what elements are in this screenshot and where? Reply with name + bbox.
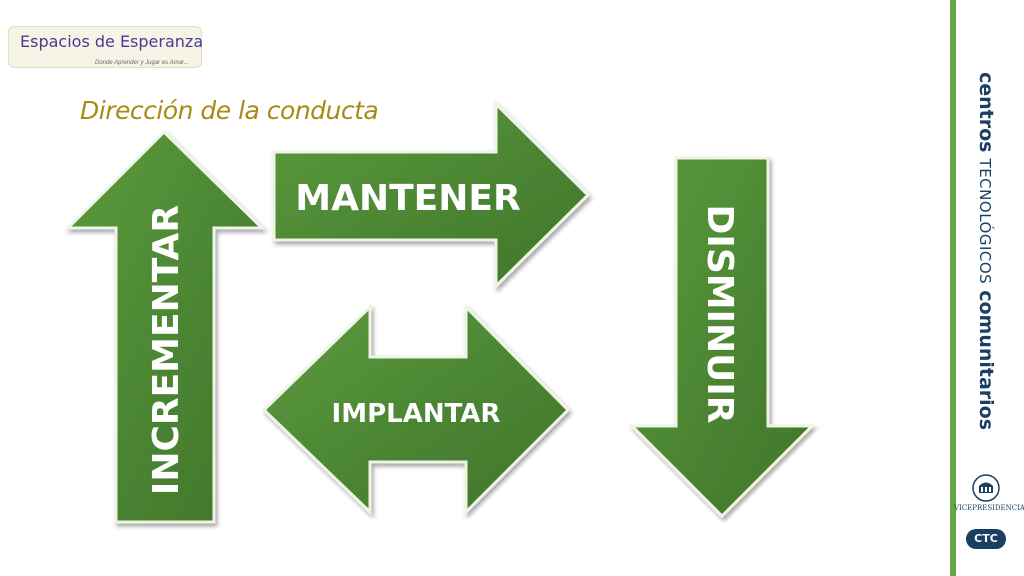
ctc-badge: CTC (966, 529, 1006, 549)
up-arrow-label: INCREMENTAR (146, 205, 187, 495)
brand-word-centros: centros (975, 72, 997, 153)
ctc-sidebar: centros TECNOLÓGICOS comunitarios VICEPR… (950, 0, 1024, 576)
slide-title: Dirección de la conducta (80, 96, 379, 125)
double-arrow-label: IMPLANTAR (332, 399, 501, 429)
logo-tagline: Donde Aprender y Jugar es Amar... (95, 60, 189, 66)
logo-banner (8, 26, 202, 68)
behavior-direction-diagram: INCREMENTAR MANTENER IMPLANTAR DISMINUIR (64, 100, 816, 524)
down-arrow (628, 156, 816, 519)
up-arrow (64, 129, 266, 524)
right-arrow (272, 100, 591, 290)
logo-title: Espacios de Esperanza (20, 32, 204, 51)
down-arrow-label: DISMINUIR (699, 205, 740, 424)
double-arrow (261, 303, 571, 516)
right-arrow-label: MANTENER (295, 178, 520, 219)
vicepresidencia-label: VICEPRESIDENCIA (954, 504, 1024, 512)
vicepresidencia-seal-icon (972, 474, 1000, 502)
brand-word-comunitarios: comunitarios (975, 290, 997, 431)
ctc-brand-text: centros TECNOLÓGICOS comunitarios (975, 72, 997, 430)
brand-word-tecnologicos: TECNOLÓGICOS (976, 158, 994, 285)
